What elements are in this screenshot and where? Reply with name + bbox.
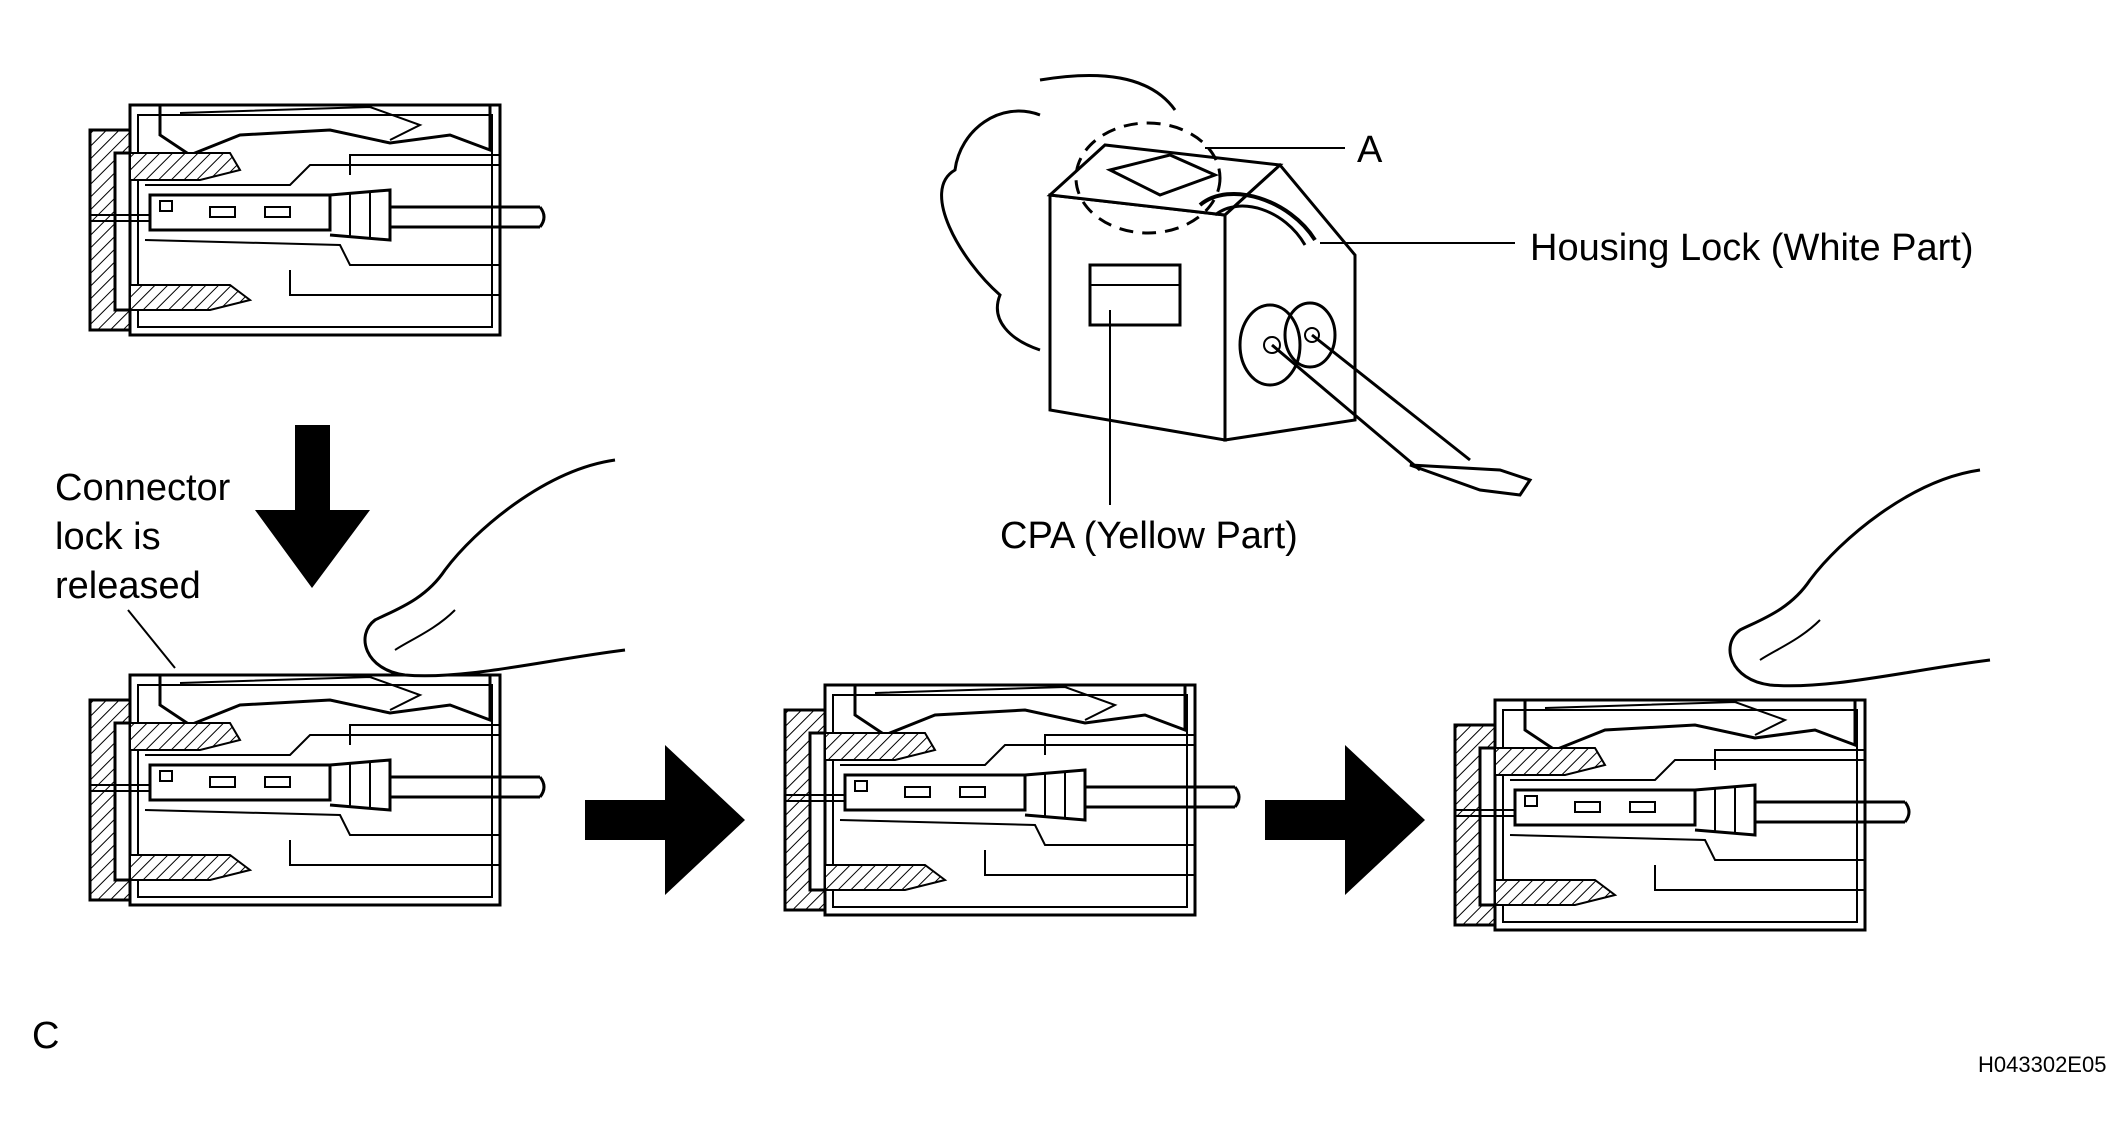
connector-section-released xyxy=(88,673,546,907)
connector-section-disconnected xyxy=(1453,698,1911,932)
down-arrow xyxy=(255,425,370,588)
label-connector-lock-line2: lock is xyxy=(55,516,161,558)
label-figure-code: H043302E05 xyxy=(1978,1052,2106,1077)
finger-pressing-2 xyxy=(1728,468,1992,688)
label-connector-lock-line3: released xyxy=(55,565,201,607)
leader-connector-lock xyxy=(127,609,176,669)
connector-isometric-view xyxy=(940,73,1533,497)
finger-pressing-1 xyxy=(363,458,627,678)
label-a: A xyxy=(1357,129,1383,171)
right-arrow-1 xyxy=(585,745,745,895)
right-arrow-2 xyxy=(1265,745,1425,895)
connector-section-pulling xyxy=(783,683,1241,917)
label-step-letter: C xyxy=(32,1015,59,1057)
label-connector-lock-line1: Connector xyxy=(55,467,231,509)
label-housing-lock: Housing Lock (White Part) xyxy=(1530,227,1974,269)
connector-section-initial xyxy=(88,103,546,337)
label-cpa: CPA (Yellow Part) xyxy=(1000,515,1298,557)
